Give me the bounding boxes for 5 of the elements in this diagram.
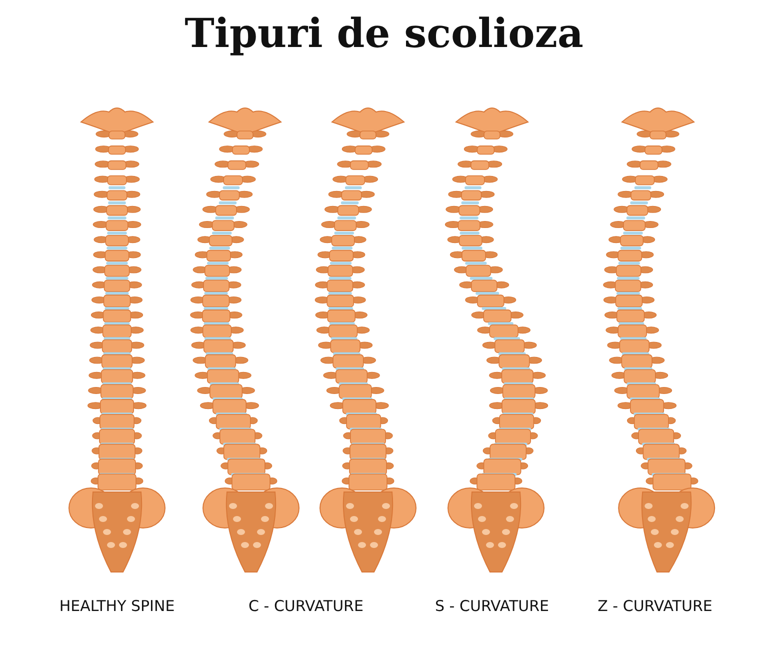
- title: Tipuri de scolioza: [184, 10, 584, 57]
- spine-label: Z - CURVATURE: [598, 597, 712, 615]
- spine-label: C - CURVATURE: [248, 597, 364, 615]
- spine-label: S - CURVATURE: [435, 597, 549, 615]
- spine-label: HEALTHY SPINE: [59, 597, 175, 615]
